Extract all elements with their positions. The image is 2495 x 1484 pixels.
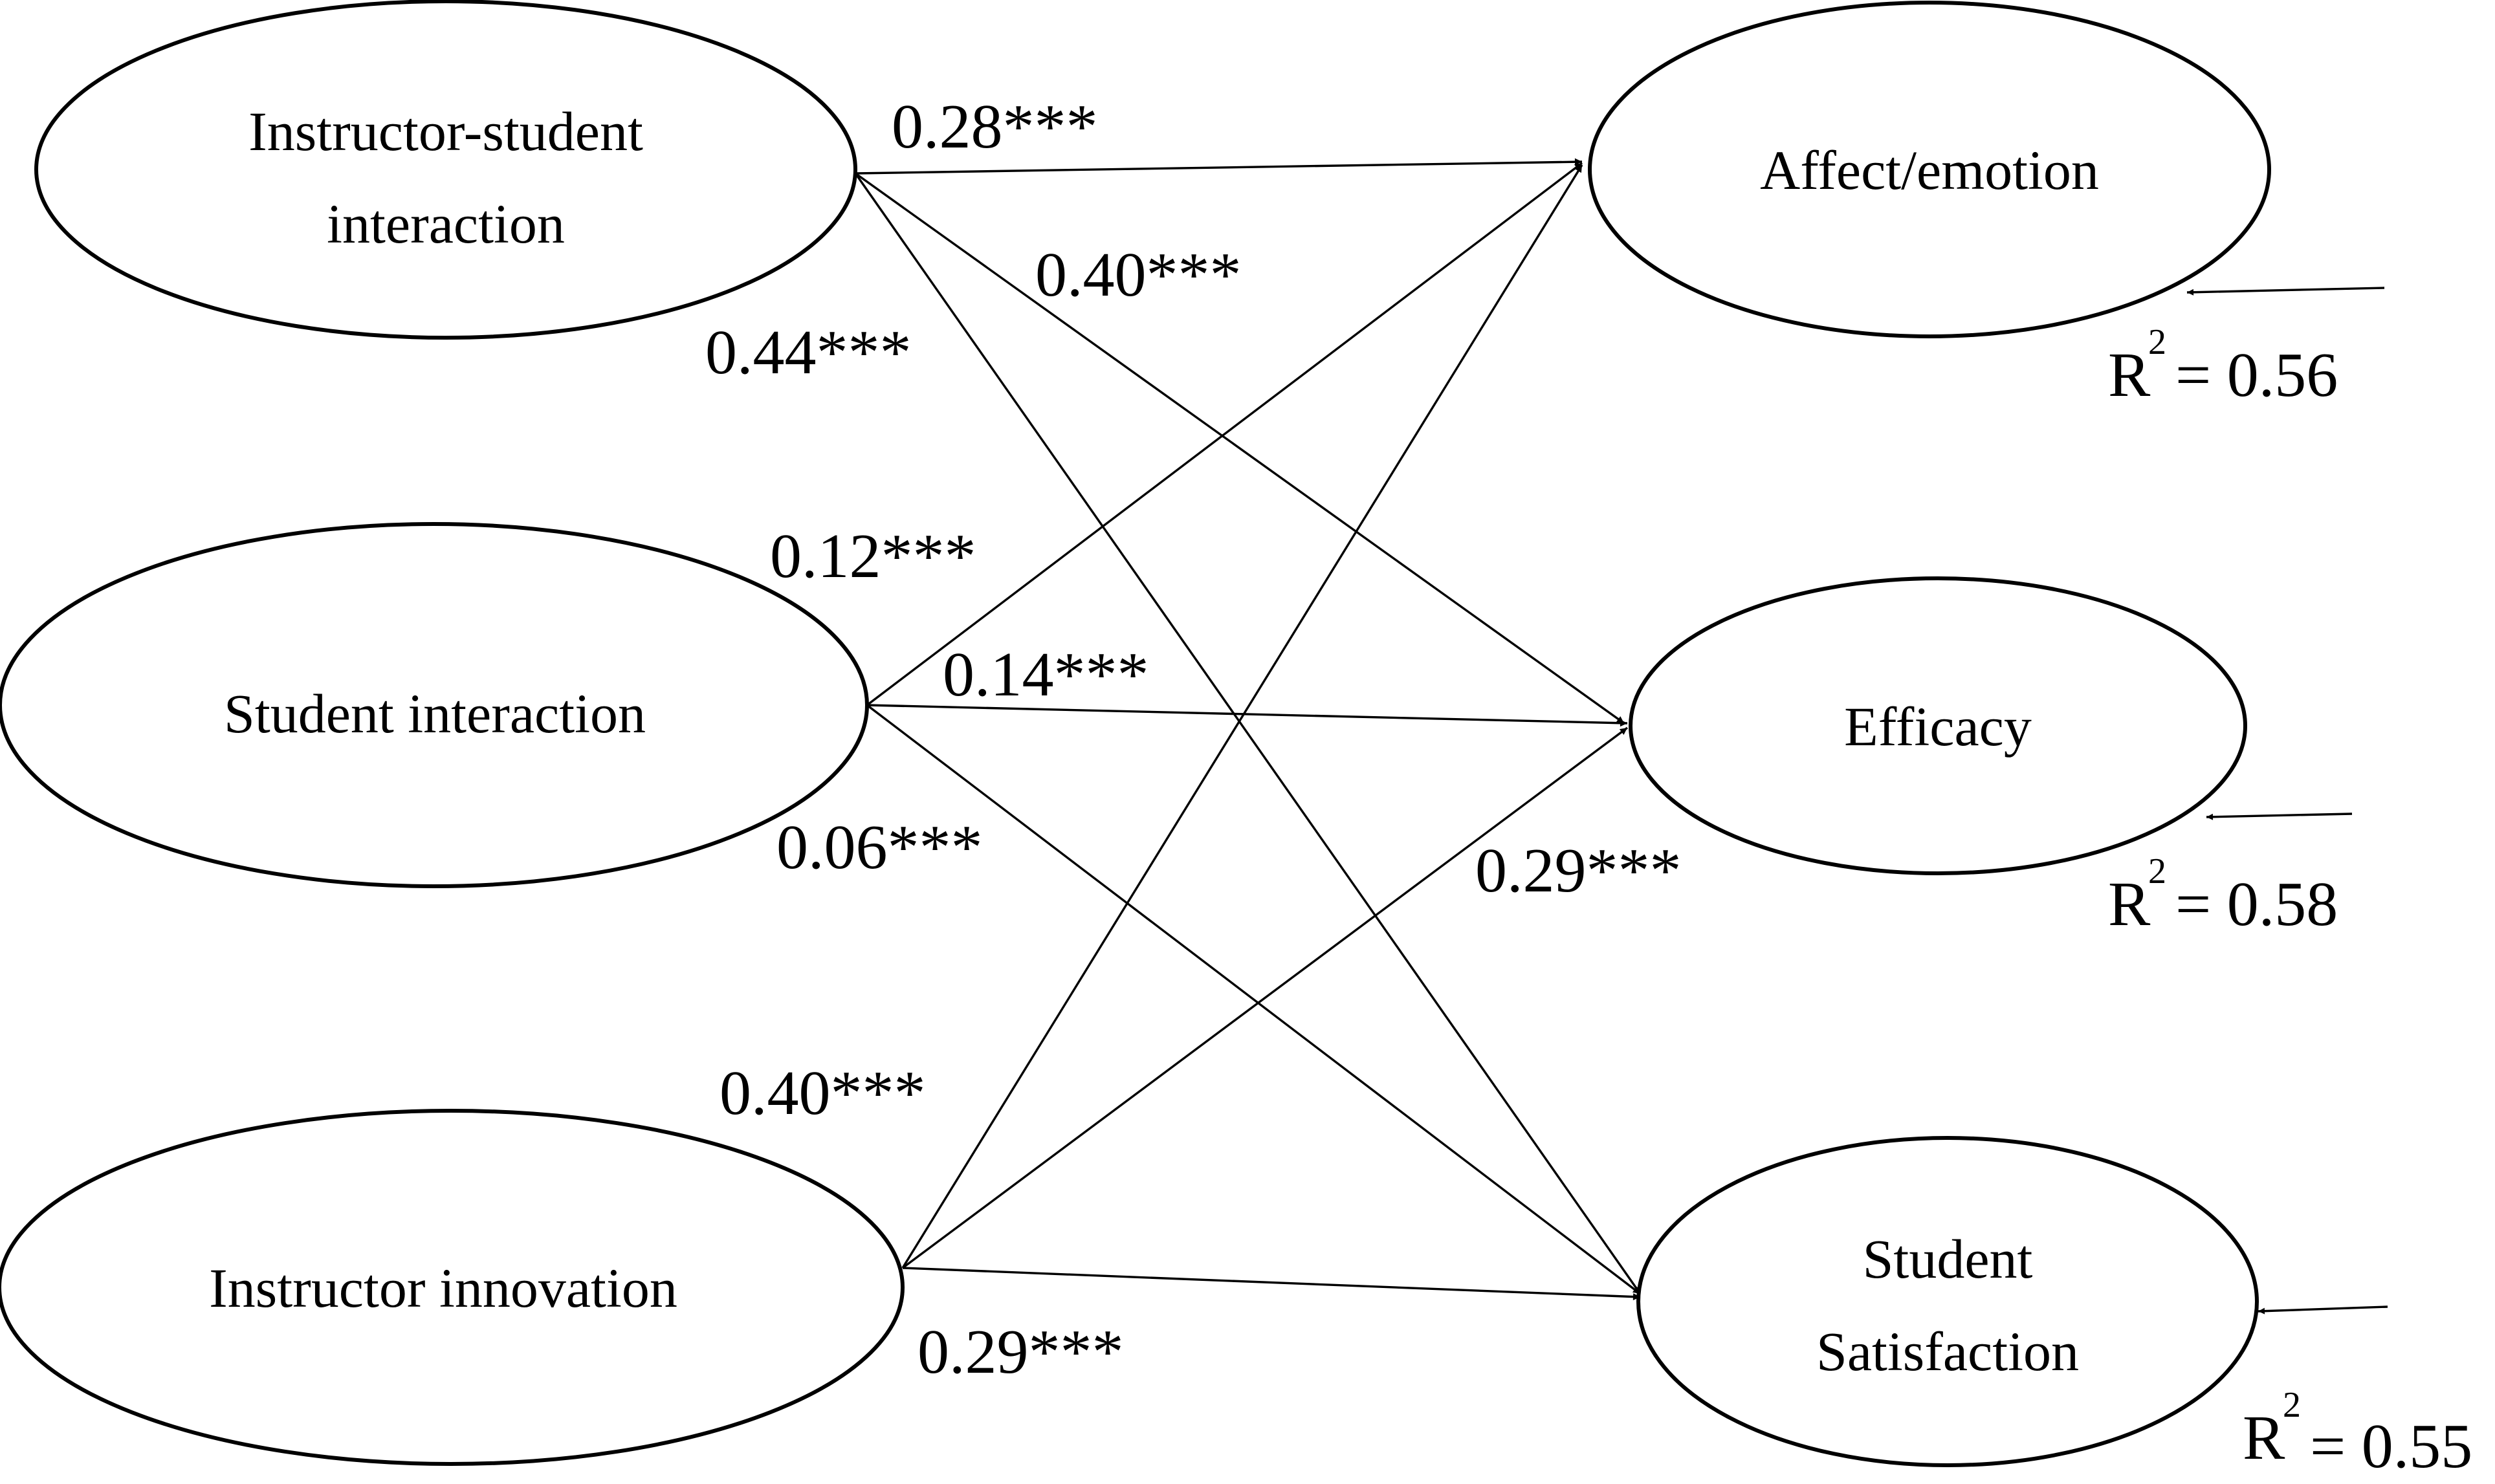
path-coefficient-si-ss: 0.06*** xyxy=(776,813,983,882)
node-affect-emotion: Affect/emotion xyxy=(1588,1,2271,338)
path-coefficient-si-ef: 0.14*** xyxy=(943,640,1149,710)
path-coefficient-is-ef: 0.40*** xyxy=(1035,240,1242,310)
node-ellipse xyxy=(1588,1,2271,338)
residual-arrows xyxy=(2186,287,2388,1315)
residual-arrow-ef xyxy=(2206,813,2353,820)
node-label-line: Efficacy xyxy=(1844,695,2032,758)
r-squared-value: = 0.56 xyxy=(2175,340,2338,410)
node-label-line: Instructor innovation xyxy=(209,1257,677,1319)
r-squared-labels: R 2 = 0.56 R 2 = 0.58 R 2 = 0.55 xyxy=(2108,322,2472,1481)
path-arrow-si-ss xyxy=(866,704,1642,1295)
path-arrow-ii-ef xyxy=(901,726,1629,1269)
path-coefficient-ii-ef: 0.29*** xyxy=(1475,836,1682,906)
path-coefficient-si-ae: 0.12*** xyxy=(770,521,976,591)
r-squared-superscript: 2 xyxy=(2283,1385,2301,1425)
path-coefficient-ii-ae: 0.40*** xyxy=(720,1058,926,1128)
node-instructor-student: Instructor-student interaction xyxy=(34,0,857,340)
node-label-line: Instructor-student xyxy=(248,100,643,162)
node-ellipse xyxy=(1629,576,2247,875)
path-arrows xyxy=(854,158,1642,1301)
node-instructor-innovation: Instructor innovation xyxy=(0,1109,905,1466)
r-squared-student-satisfaction: R 2 = 0.55 xyxy=(2243,1385,2472,1481)
path-arrow-ii-ss xyxy=(902,1267,1641,1301)
r-squared-base: R xyxy=(2108,340,2151,410)
r-squared-affect-emotion: R 2 = 0.56 xyxy=(2108,322,2338,410)
node-ellipse xyxy=(34,0,857,340)
node-label-line: Student interaction xyxy=(224,682,646,745)
path-arrow-ii-ae xyxy=(901,164,1583,1269)
r-squared-superscript: 2 xyxy=(2148,322,2166,362)
path-arrow-is-ae xyxy=(855,158,1583,175)
path-arrow-si-ef xyxy=(866,704,1628,727)
node-student-interaction: Student interaction xyxy=(0,522,869,888)
path-coefficient-is-ss: 0.44*** xyxy=(705,318,912,387)
r-squared-base: R xyxy=(2243,1403,2285,1473)
r-squared-superscript: 2 xyxy=(2148,851,2166,891)
node-ellipse xyxy=(1636,1136,2259,1467)
r-squared-value: = 0.55 xyxy=(2310,1412,2472,1481)
node-student-satisfaction: Student Satisfaction xyxy=(1636,1136,2259,1467)
node-label-line: Affect/emotion xyxy=(1760,139,2099,201)
node-ellipse xyxy=(0,1109,905,1466)
r-squared-efficacy: R 2 = 0.58 xyxy=(2108,851,2338,939)
r-squared-base: R xyxy=(2108,869,2151,939)
path-coefficient-is-ae: 0.28*** xyxy=(892,92,1098,162)
path-arrow-si-ae xyxy=(866,162,1583,706)
path-coefficients: 0.28*** 0.40*** 0.44*** 0.12*** 0.14*** … xyxy=(705,92,1682,1387)
node-efficacy: Efficacy xyxy=(1629,576,2247,875)
path-coefficient-ii-ss: 0.29*** xyxy=(918,1317,1124,1387)
residual-arrow-ae xyxy=(2186,287,2385,296)
residual-arrow-ss xyxy=(2258,1305,2388,1315)
node-label-line: interaction xyxy=(327,193,565,255)
node-label-line: Satisfaction xyxy=(1816,1320,2079,1382)
r-squared-value: = 0.58 xyxy=(2175,869,2338,939)
node-label-line: Student xyxy=(1863,1228,2033,1290)
path-arrow-is-ef xyxy=(855,172,1625,725)
path-arrow-is-ss xyxy=(854,173,1642,1294)
node-ellipse xyxy=(0,522,869,888)
